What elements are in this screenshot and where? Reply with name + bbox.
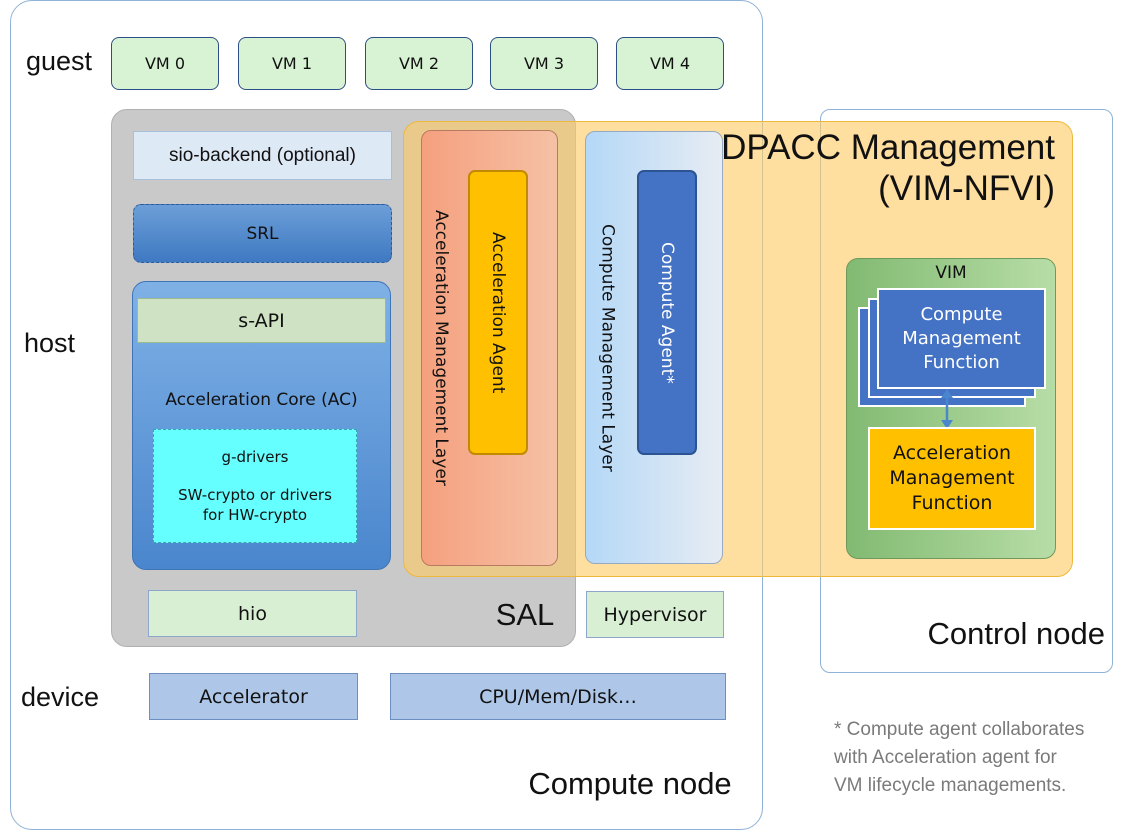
- vm-box: VM 2: [365, 37, 473, 90]
- srl-box: SRL: [133, 204, 392, 263]
- guest-label: guest: [26, 46, 93, 76]
- vm-box: VM 4: [616, 37, 724, 90]
- hio-box: hio: [148, 590, 357, 637]
- acceleration-management-function-box: Acceleration Management Function: [868, 427, 1036, 530]
- host-label: host: [24, 328, 76, 358]
- cmf-line: Management: [902, 327, 1021, 349]
- footnote-line: * Compute agent collaborates: [834, 719, 1085, 740]
- footnote-line: VM lifecycle managements.: [834, 775, 1067, 796]
- device-label: device: [21, 682, 100, 712]
- double-arrow-icon: [941, 389, 953, 429]
- sio-backend-box: sio-backend (optional): [133, 131, 392, 180]
- cmf-line: Compute: [920, 303, 1003, 325]
- acceleration-agent-box: Acceleration Agent: [468, 170, 528, 455]
- g-drivers-line: for HW-crypto: [202, 506, 308, 524]
- acceleration-management-layer-label-wrap: Acceleration Management Layer: [421, 130, 461, 566]
- compute-node-label: Compute node: [528, 766, 732, 801]
- amf-line: Acceleration: [892, 442, 1012, 464]
- amf-line: Management: [889, 467, 1015, 489]
- control-node-label: Control node: [927, 616, 1105, 651]
- amf-line: Function: [911, 492, 993, 514]
- s-api-box: s-API: [137, 298, 386, 343]
- cmf-line: Function: [923, 351, 1000, 373]
- g-drivers-title: g-drivers: [221, 448, 289, 466]
- compute-management-layer-label: Compute Management Layer: [597, 223, 618, 472]
- g-drivers-box: g-drivers SW-crypto or drivers for HW-cr…: [153, 429, 357, 543]
- footnote: * Compute agent collaborates with Accele…: [834, 716, 1134, 806]
- compute-agent-box: Compute Agent*: [637, 170, 697, 455]
- compute-agent-label: Compute Agent*: [657, 241, 677, 384]
- sal-label: SAL: [495, 597, 555, 632]
- vm-box: VM 3: [490, 37, 598, 90]
- vm-box: VM 1: [238, 37, 346, 90]
- compute-management-layer-label-wrap: Compute Management Layer: [585, 131, 630, 564]
- dpacc-title-line1: DPACC Management: [721, 128, 1055, 167]
- acceleration-agent-label: Acceleration Agent: [488, 231, 508, 394]
- accelerator-box: Accelerator: [149, 673, 358, 720]
- acceleration-management-layer-label: Acceleration Management Layer: [431, 210, 451, 486]
- dpacc-management-title: DPACC Management (VIM-NFVI): [720, 127, 1055, 212]
- g-drivers-line: SW-crypto or drivers: [178, 486, 332, 504]
- footnote-line: with Acceleration agent for: [834, 747, 1057, 768]
- acceleration-core-label: Acceleration Core (AC): [165, 390, 358, 410]
- compute-management-function-box: Compute Management Function: [877, 288, 1046, 389]
- cpu-mem-disk-box: CPU/Mem/Disk…: [390, 673, 726, 720]
- dpacc-title-line2: (VIM-NFVI): [878, 169, 1055, 208]
- vm-box: VM 0: [111, 37, 219, 90]
- vim-label: VIM: [935, 263, 967, 283]
- hypervisor-box: Hypervisor: [586, 591, 724, 638]
